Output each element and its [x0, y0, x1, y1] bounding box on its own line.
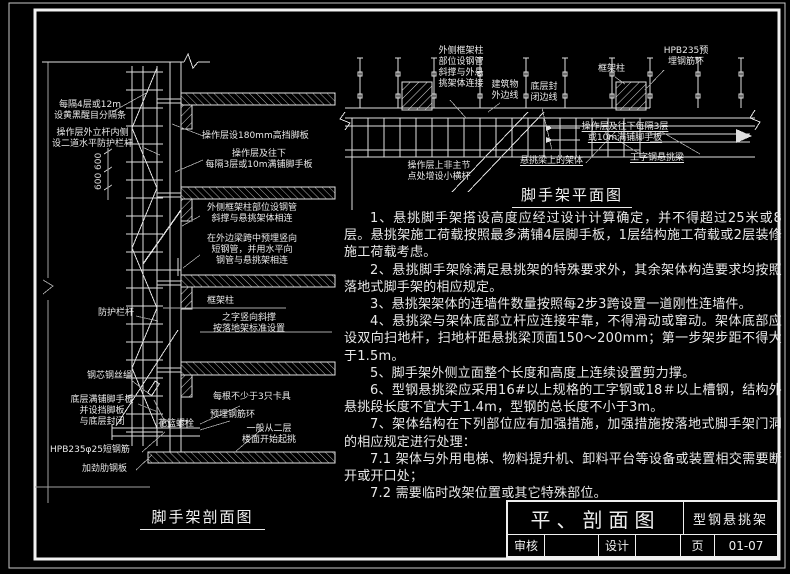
label-rebar: HPB235φ25短钢筋 — [50, 445, 130, 455]
general-notes: 1、悬挑脚手架搭设高度应经过设计计算确定，并不得超过25米或8层。悬挑架施工荷载… — [344, 210, 782, 502]
plan-label-frame-column: 框架柱 — [598, 64, 626, 74]
note-item-4: 4、悬挑梁与架体底部立杆应连接牢靠，不得滑动或窜动。架体底部应设双向扫地杆，扫地… — [344, 314, 782, 364]
section-linework: 600 600 — [35, 52, 336, 503]
plan-label-small-ledger: 操作层上非主节 点处增设小横杆 — [407, 161, 471, 182]
note-item-1: 1、悬挑脚手架搭设高度应经过设计计算确定，并不得超过25米或8层。悬挑架施工荷载… — [344, 211, 782, 261]
note-item-7-1: 7.1 架体与外用电梯、物料提升机、卸料平台等设备或装置相交需要断开或开口处； — [344, 451, 782, 485]
page-label: 页 — [681, 535, 715, 556]
label-wire-rope: 钢芯钢丝绳 — [86, 371, 132, 381]
plan-label-building-edge: 建筑物 外边线 — [491, 80, 519, 101]
title-block: 平、剖面图 型钢悬挑架 审核 设计 页 01-07 — [506, 500, 779, 558]
label-clamps: 每根不少于3只卡具 — [213, 392, 291, 402]
plan-label-beam-frame: 悬挑梁上的架体 — [520, 156, 584, 166]
note-item-7-2: 7.2 需要临时改架位置或其它特殊部位。 — [370, 486, 607, 502]
design-label: 设计 — [599, 535, 636, 556]
plan-linework — [339, 57, 761, 210]
drawing-title: 平、剖面图 — [508, 502, 684, 534]
plan-label-i-beam: 工字钢悬挑梁 — [630, 153, 685, 163]
label-toe-board: 操作层设180mm高挡脚板 — [202, 131, 309, 141]
plan-label-bottom-edge: 底层封 闭边线 — [530, 82, 558, 103]
label-column-brace: 外侧框架柱部位设钢管 斜撑与悬挑架体相连 — [206, 203, 297, 224]
label-embed-ring: 预埋钢筋环 — [210, 410, 256, 420]
note-item-7: 7、架体结构在下列部位应有加强措施，加强措施按落地式脚手架门洞的相应规定进行处理… — [344, 417, 782, 450]
plan-label-column-brace: 外侧框架柱 部位设钢管 斜撑与外悬 挑架体连接 — [438, 46, 484, 89]
design-value — [636, 535, 681, 556]
dim-600-lower: 600 — [94, 173, 104, 190]
label-deck-layers: 操作层及往下 每隔3层或10m满铺脚手板 — [205, 149, 313, 170]
label-frame-column: 框架柱 — [207, 296, 235, 306]
page-number: 01-07 — [728, 538, 764, 553]
title-block-top-row: 平、剖面图 型钢悬挑架 — [508, 502, 777, 535]
note-item-6: 6、型钢悬挑梁应采用16#以上规格的工字钢或18＃以上槽钢，结构外悬挑段长度不宜… — [344, 383, 782, 416]
label-turnbuckle: 花篮螺栓 — [158, 419, 195, 429]
label-inner-guardrail: 操作层外立杆内侧 设二道水平防护栏杆 — [51, 128, 133, 149]
label-zigzag-brace: 之字竖向斜撑 按落地架标准设置 — [212, 313, 285, 334]
plan-label-deck-layers: 操作层及往下每隔3层 或10m满铺脚手板 — [581, 122, 669, 143]
label-stiffener-plate: 加劲肋钢板 — [82, 464, 128, 474]
note-item-5: 5、脚手架外侧立面整个长度和高度上连续设置剪力撑。 — [370, 365, 696, 381]
note-item-3: 3、悬挑架架体的连墙件数量按照每2步3跨设置一道刚性连墙件。 — [370, 297, 752, 313]
title-block-bottom-row: 审核 设计 页 01-07 — [508, 535, 777, 556]
plan-label-embed-ring: HPB235预 埋钢筋环 — [663, 46, 709, 67]
review-value — [545, 535, 599, 556]
label-guardrail: 防护栏杆 — [97, 308, 134, 318]
review-label: 审核 — [508, 535, 545, 556]
section-view-title: 脚手架剖面图 — [140, 506, 265, 530]
label-embed-pipe: 在外边梁跨中预埋竖向 短钢管，并用水平向 钢管与悬挑架相连 — [206, 234, 297, 266]
sheet-frame — [8, 2, 786, 569]
note-item-2: 2、悬挑脚手架除满足悬挑架的特殊要求外，其余架体构造要求均按照落地式脚手架的相应… — [344, 262, 782, 295]
label-start-floor: 一般从二层 楼面开始起挑 — [241, 424, 296, 445]
label-color-stripe: 每隔4层或12m 设黄黑醒目分隔条 — [53, 100, 126, 121]
drawing-subtitle: 型钢悬挑架 — [692, 512, 768, 528]
label-bottom-deck: 底层满铺脚手板 并设挡脚板 与底层封闭 — [70, 395, 134, 427]
plan-view-title: 脚手架平面图 — [512, 184, 632, 208]
dim-600-upper: 600 — [94, 153, 104, 170]
